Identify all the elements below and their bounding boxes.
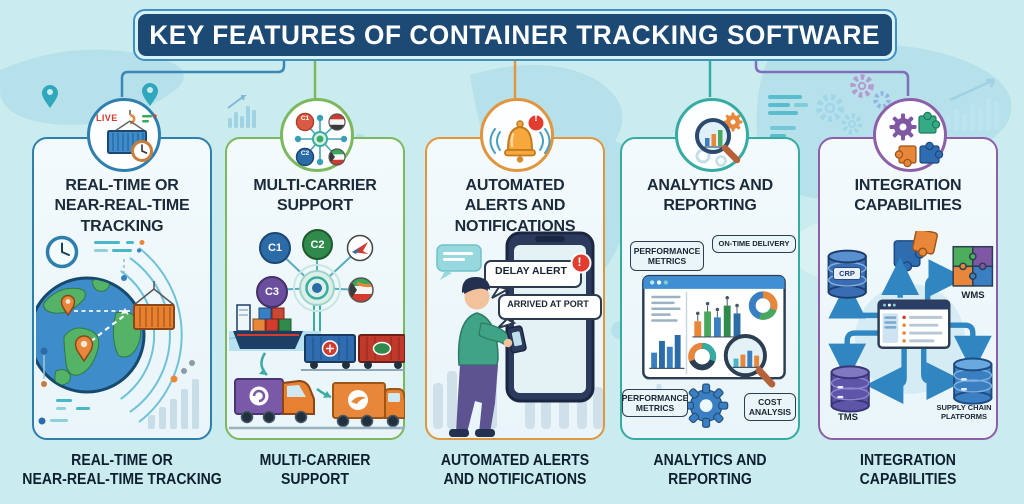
- live-container-crane-icon: LIVE: [87, 98, 161, 172]
- cost-analysis-badge: COST ANALYSIS: [744, 393, 796, 421]
- icon-carrier-2-label: C2: [300, 150, 310, 157]
- panel-caption: ANALYTICS AND REPORTING: [653, 452, 767, 488]
- panel-caption: MULTI-CARRIER SUPPORT: [259, 452, 371, 488]
- trend-chart-icon: [946, 78, 999, 130]
- panel-automated-alerts: ! AUTOMATED ALERTS AND NOTIFICATIONS: [425, 98, 605, 440]
- alert-bell-icon: !: [480, 98, 554, 172]
- tms-system-label: TMS: [837, 412, 859, 423]
- panel-title: MULTI-CARRIER SUPPORT: [253, 177, 377, 215]
- panel-title: ANALYTICS AND REPORTING: [646, 177, 773, 215]
- panel-integration-capabilities: INTEGRATION CAPABILITIES: [818, 98, 998, 440]
- integration-puzzle-icon: [873, 98, 947, 172]
- panel-title: AUTOMATED ALERTS AND NOTIFICATIONS: [454, 177, 576, 235]
- connector-lines: [120, 55, 910, 100]
- panel-title: REAL-TIME OR NEAR-REAL-TIME TRACKING: [54, 177, 190, 235]
- analytics-magnifier-icon: [675, 98, 749, 172]
- carrier-chip-c3: C3: [256, 276, 288, 308]
- performance-metrics-badge-bottom: PERFORMANCE METRICS: [622, 389, 688, 417]
- text-lines-decoration: [768, 95, 808, 138]
- live-label: LIVE: [96, 113, 118, 123]
- supply-chain-platforms-label: SUPPLY CHAIN PLATFORMS: [936, 403, 992, 421]
- carrier-chip-c2: C2: [302, 229, 333, 260]
- icon-carrier-1-label: C1: [300, 115, 310, 122]
- trend-chart-icon: [227, 95, 256, 128]
- arrived-at-port-bubble: ARRIVED AT PORT: [507, 299, 589, 309]
- panel-realtime-tracking: LIVE REAL-TIME OR NEAR-REAL-TIME TRACKIN…: [32, 98, 212, 440]
- gear-icon: [816, 94, 863, 135]
- panel-multi-carrier: C1 C2 MULTI-CARRIER SUPPORT: [225, 98, 405, 440]
- carrier-network-icon: C1 C2: [280, 98, 354, 172]
- wms-system-label: WMS: [961, 290, 985, 301]
- carrier-chip-c1: C1: [259, 232, 291, 264]
- erp-system-label: CRP: [833, 267, 861, 280]
- integration-illustration: [827, 231, 994, 413]
- title-banner: KEY FEATURES OF CONTAINER TRACKING SOFTW…: [133, 9, 897, 61]
- analytics-illustration: [642, 274, 786, 428]
- panel-analytics-reporting: ANALYTICS AND REPORTING: [620, 98, 800, 440]
- panel-caption: AUTOMATED ALERTS AND NOTIFICATIONS: [440, 452, 590, 488]
- panel-caption: INTEGRATION CAPABILITIES: [859, 452, 957, 488]
- performance-metrics-badge-top: PERFORMANCE METRICS: [630, 241, 704, 271]
- tracking-illustration: [36, 235, 199, 429]
- map-pin-icon: [42, 85, 58, 108]
- alert-badge: !: [577, 255, 582, 269]
- icon-alert-badge: !: [534, 112, 538, 124]
- on-time-delivery-badge: ON-TIME DELIVERY: [712, 235, 796, 253]
- page-title: KEY FEATURES OF CONTAINER TRACKING SOFTW…: [149, 19, 881, 50]
- panel-title: INTEGRATION CAPABILITIES: [854, 177, 962, 215]
- multi-carrier-illustration: [229, 234, 405, 430]
- map-pin-icon: [142, 83, 158, 106]
- delay-alert-bubble: DELAY ALERT: [495, 265, 567, 277]
- alerts-illustration: [433, 231, 603, 437]
- title-banner-inner: KEY FEATURES OF CONTAINER TRACKING SOFTW…: [138, 14, 892, 56]
- gear-icon: [850, 74, 891, 109]
- panel-caption: REAL-TIME OR NEAR-REAL-TIME TRACKING: [22, 452, 222, 488]
